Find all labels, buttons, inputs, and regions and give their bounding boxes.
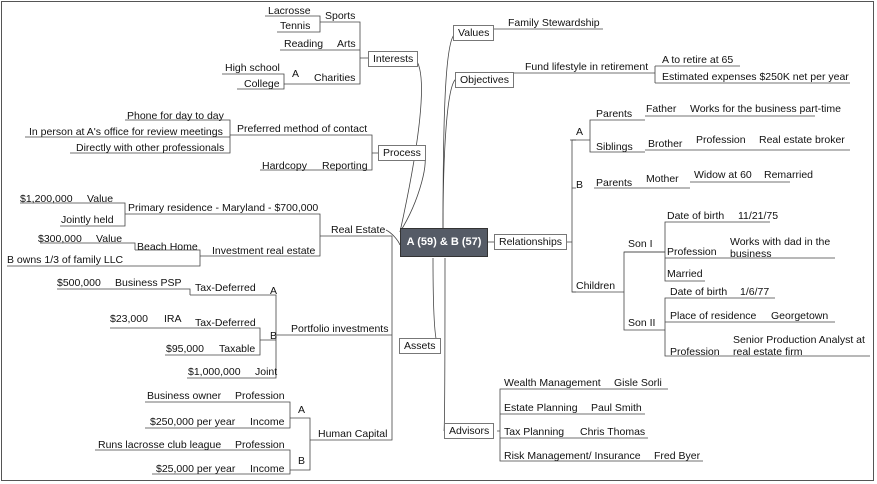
assets-portfolio-b[interactable]: B: [270, 330, 278, 342]
rel-a-brother[interactable]: Brother: [648, 138, 683, 150]
rel-a-brother-profession[interactable]: Profession: [696, 134, 746, 146]
rel-son-i-dob-label[interactable]: Date of birth: [667, 210, 725, 222]
rel-son-i-dob[interactable]: 11/21/75: [738, 210, 779, 222]
interests-tennis[interactable]: Tennis: [280, 20, 311, 32]
assets-business-psp-value[interactable]: $500,000: [57, 277, 101, 289]
assets-tax-deferred-b[interactable]: Tax-Deferred: [195, 317, 256, 329]
rel-son-i-profession-label[interactable]: Profession: [667, 246, 717, 258]
advisor-risk-management[interactable]: Risk Management/ Insurance: [504, 450, 641, 462]
assets-hc-a-business-owner[interactable]: Business owner: [147, 390, 222, 402]
process-in-person[interactable]: In person at A's office for review meeti…: [29, 126, 223, 138]
rel-son-ii[interactable]: Son II: [628, 317, 656, 329]
assets-hc-a-income[interactable]: Income: [250, 416, 285, 428]
process-directly[interactable]: Directly with other professionals: [76, 142, 225, 154]
rel-son-ii-profession[interactable]: Senior Production Analyst at real estate…: [733, 334, 865, 358]
assets-hc-b-profession[interactable]: Profession: [235, 439, 285, 451]
assets-joint[interactable]: Joint: [255, 366, 278, 378]
assets-primary-value[interactable]: $1,200,000: [20, 193, 73, 205]
interests-arts[interactable]: Arts: [337, 38, 356, 50]
process-reporting[interactable]: Reporting: [322, 160, 368, 172]
rel-a-parents[interactable]: Parents: [596, 108, 633, 120]
rel-b[interactable]: B: [576, 179, 584, 191]
assets-primary-value-label[interactable]: Value: [87, 193, 114, 205]
branch-assets[interactable]: Assets: [399, 338, 441, 354]
objectives-retire-65[interactable]: A to retire at 65: [662, 54, 734, 66]
assets-hc-b-income-value[interactable]: $25,000 per year: [156, 463, 236, 475]
interests-college[interactable]: College: [244, 78, 280, 90]
assets-hc-b-income[interactable]: Income: [250, 463, 285, 475]
rel-b-mother[interactable]: Mother: [646, 173, 679, 185]
assets-tax-deferred-a[interactable]: Tax-Deferred: [195, 282, 256, 294]
objectives-fund-lifestyle[interactable]: Fund lifestyle in retirement: [525, 61, 649, 73]
rel-son-ii-residence[interactable]: Georgetown: [771, 310, 829, 322]
assets-joint-value[interactable]: $1,000,000: [188, 366, 241, 378]
rel-b-mother-remarried[interactable]: Remarried: [764, 169, 814, 181]
rel-children[interactable]: Children: [576, 280, 616, 292]
assets-ira[interactable]: IRA: [164, 313, 182, 325]
rel-a-father[interactable]: Father: [646, 103, 677, 115]
assets-beach-home[interactable]: Beach Home: [137, 241, 198, 253]
assets-portfolio[interactable]: Portfolio investments: [291, 323, 389, 335]
assets-beach-value[interactable]: $300,000: [38, 233, 82, 245]
rel-a[interactable]: A: [576, 126, 584, 138]
rel-son-ii-residence-label[interactable]: Place of residence: [670, 310, 757, 322]
rel-son-i-profession[interactable]: Works with dad in the business: [730, 236, 831, 260]
rel-son-ii-dob-label[interactable]: Date of birth: [670, 286, 728, 298]
advisor-tax-planning-name[interactable]: Chris Thomas: [580, 426, 646, 438]
process-preferred-contact[interactable]: Preferred method of contact: [237, 123, 368, 135]
rel-b-mother-widow[interactable]: Widow at 60: [694, 169, 752, 181]
interests-a[interactable]: A: [292, 68, 300, 80]
assets-portfolio-a[interactable]: A: [270, 285, 278, 297]
interests-high-school[interactable]: High school: [225, 62, 280, 74]
assets-hc-a-profession[interactable]: Profession: [235, 390, 285, 402]
branch-values[interactable]: Values: [453, 25, 495, 41]
rel-son-ii-profession-label[interactable]: Profession: [670, 346, 720, 358]
rel-a-father-note[interactable]: Works for the business part-time: [690, 103, 841, 115]
interests-lacrosse[interactable]: Lacrosse: [268, 5, 311, 17]
assets-taxable[interactable]: Taxable: [219, 343, 256, 355]
interests-reading[interactable]: Reading: [284, 38, 324, 50]
rel-a-brother-profession-value[interactable]: Real estate broker: [759, 134, 845, 146]
branch-interests[interactable]: Interests: [368, 51, 419, 67]
advisor-tax-planning[interactable]: Tax Planning: [504, 426, 565, 438]
advisor-estate-planning[interactable]: Estate Planning: [504, 402, 578, 414]
branch-objectives[interactable]: Objectives: [455, 72, 515, 88]
rel-b-parents[interactable]: Parents: [596, 177, 633, 189]
rel-son-ii-dob[interactable]: 1/6/77: [740, 286, 770, 298]
rel-a-siblings[interactable]: Siblings: [596, 141, 633, 153]
advisor-wealth-management[interactable]: Wealth Management: [504, 377, 601, 389]
root-node[interactable]: A (59) & B (57): [400, 228, 488, 257]
values-family-stewardship[interactable]: Family Stewardship: [508, 17, 600, 29]
assets-hc-a[interactable]: A: [298, 404, 306, 416]
branch-relationships[interactable]: Relationships: [494, 234, 568, 250]
assets-ira-value[interactable]: $23,000: [110, 313, 148, 325]
interests-charities[interactable]: Charities: [314, 72, 356, 84]
assets-hc-b-runs-league[interactable]: Runs lacrosse club league: [98, 439, 222, 451]
assets-taxable-value[interactable]: $95,000: [166, 343, 204, 355]
assets-beach-value-label[interactable]: Value: [96, 233, 123, 245]
assets-jointly-held[interactable]: Jointly held: [61, 214, 114, 226]
rel-son-i[interactable]: Son I: [628, 238, 653, 250]
assets-human-capital[interactable]: Human Capital: [318, 428, 388, 440]
assets-beach-owner[interactable]: B owns 1/3 of family LLC: [7, 254, 124, 266]
rel-son-i-married[interactable]: Married: [667, 268, 703, 280]
advisor-wealth-management-name[interactable]: Gisle Sorli: [614, 377, 662, 389]
branch-process[interactable]: Process: [378, 145, 426, 161]
process-phone[interactable]: Phone for day to day: [127, 110, 224, 122]
assets-business-psp[interactable]: Business PSP: [115, 277, 182, 289]
advisor-estate-planning-name[interactable]: Paul Smith: [591, 402, 642, 414]
assets-primary-residence[interactable]: Primary residence - Maryland - $700,000: [128, 202, 319, 214]
assets-real-estate[interactable]: Real Estate: [331, 224, 386, 236]
process-hardcopy[interactable]: Hardcopy: [262, 160, 307, 172]
assets-hc-b[interactable]: B: [298, 455, 306, 467]
assets-investment-real-estate[interactable]: Investment real estate: [212, 245, 316, 257]
branch-advisors[interactable]: Advisors: [444, 423, 495, 439]
advisor-risk-management-name[interactable]: Fred Byer: [654, 450, 701, 462]
objectives-expenses[interactable]: Estimated expenses $250K net per year: [662, 71, 849, 83]
assets-hc-a-income-value[interactable]: $250,000 per year: [150, 416, 236, 428]
interests-sports[interactable]: Sports: [325, 10, 356, 22]
